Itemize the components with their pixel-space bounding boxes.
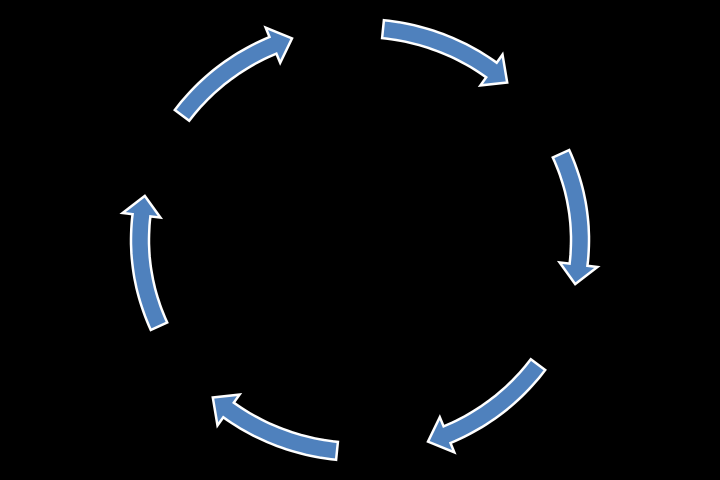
curved-arrow-icon-4: [211, 393, 340, 462]
cycle-arrows: [119, 18, 601, 462]
curved-arrow-icon-5: [119, 194, 169, 332]
curved-arrow-icon-1: [380, 18, 509, 87]
curved-arrow-icon-6: [173, 25, 294, 123]
curved-arrow-icon-2: [551, 148, 601, 286]
curved-arrow-icon-3: [426, 357, 547, 455]
